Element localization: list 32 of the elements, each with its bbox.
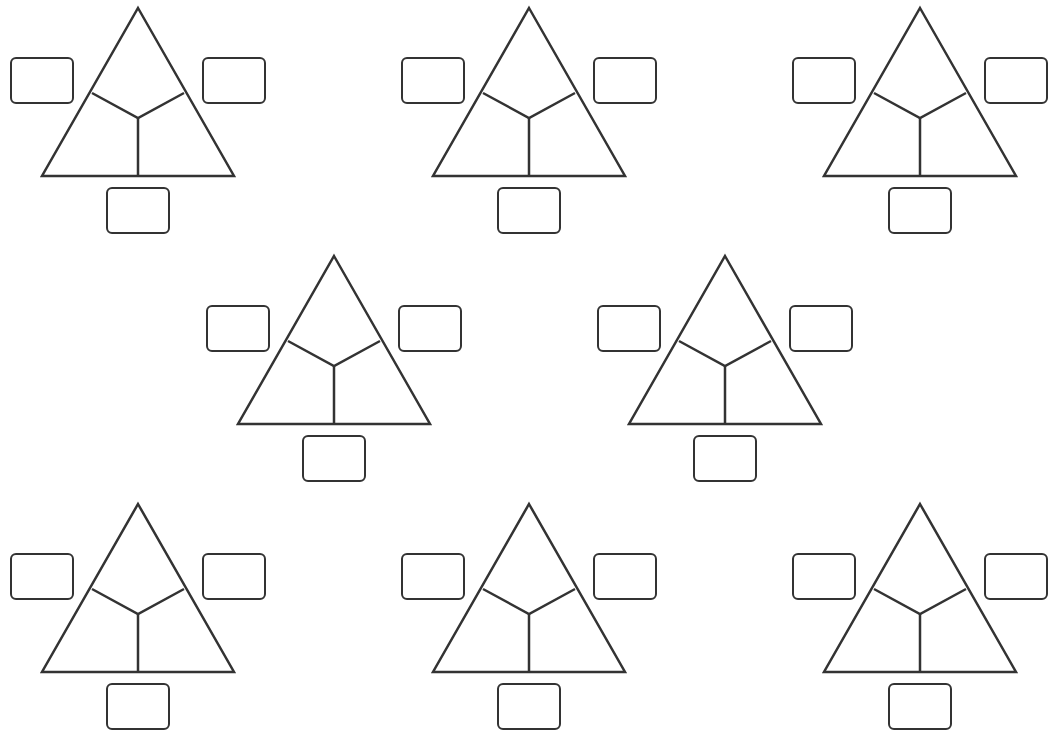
divided-triangle — [431, 6, 627, 178]
answer-box — [106, 683, 170, 730]
answer-box — [888, 683, 952, 730]
answer-box — [398, 305, 462, 352]
divided-triangle — [822, 502, 1018, 674]
answer-box — [401, 57, 465, 104]
divided-triangle — [627, 254, 823, 426]
answer-box — [792, 57, 856, 104]
divided-triangle — [236, 254, 432, 426]
answer-box — [302, 435, 366, 482]
answer-box — [593, 553, 657, 600]
answer-box — [206, 305, 270, 352]
answer-box — [497, 187, 561, 234]
answer-box — [888, 187, 952, 234]
answer-box — [597, 305, 661, 352]
answer-box — [593, 57, 657, 104]
divided-triangle — [822, 6, 1018, 178]
answer-box — [984, 553, 1048, 600]
answer-box — [792, 553, 856, 600]
answer-box — [10, 553, 74, 600]
answer-box — [693, 435, 757, 482]
answer-box — [497, 683, 561, 730]
answer-box — [202, 57, 266, 104]
answer-box — [789, 305, 853, 352]
answer-box — [106, 187, 170, 234]
answer-box — [401, 553, 465, 600]
divided-triangle — [40, 6, 236, 178]
answer-box — [202, 553, 266, 600]
answer-box — [984, 57, 1048, 104]
divided-triangle — [40, 502, 236, 674]
divided-triangle — [431, 502, 627, 674]
answer-box — [10, 57, 74, 104]
